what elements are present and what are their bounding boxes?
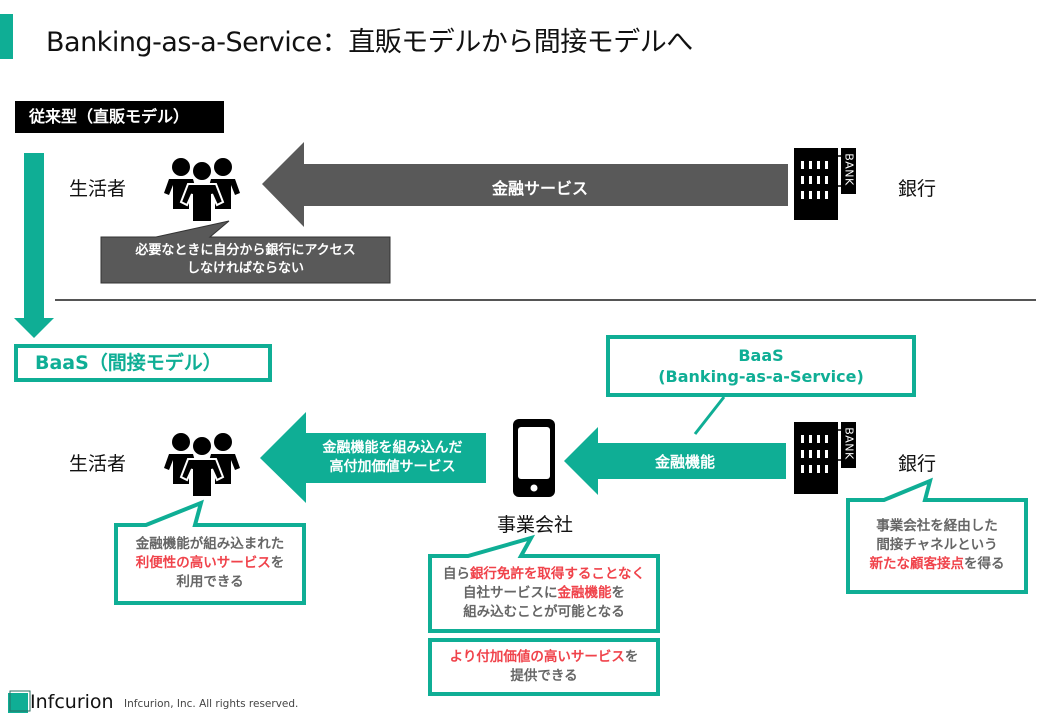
callout-line: 利用できる: [176, 574, 244, 590]
callout-line: 自ら銀行免許を取得することなく: [432, 565, 656, 584]
financial-service-arrow-label: 金融サービス: [491, 179, 588, 198]
plain-text: を: [270, 555, 285, 571]
plain-text: 自社サービスに: [463, 585, 558, 601]
company-callout-bubble: [428, 534, 660, 633]
section-divider: [55, 299, 1036, 301]
consumer-callout-bubble: [114, 499, 306, 605]
consumer-label-baas: 生活者: [69, 453, 127, 475]
consumer-label: 生活者: [69, 178, 127, 200]
callout-line: しなければならない: [186, 261, 304, 276]
callout-line: 提供できる: [510, 668, 578, 684]
consumers-icon-baas: [163, 432, 241, 498]
infcurion-logo-text: Infcurion: [30, 691, 114, 713]
bank-sign: BANK: [842, 148, 857, 194]
baas-full-name: (Banking-as-a-Service): [658, 367, 864, 386]
highlight-text: 銀行免許を取得することなく: [469, 566, 646, 582]
company-value-text: より付加価値の高いサービスを 提供できる: [432, 648, 656, 686]
bank-sign-text: BANK: [842, 153, 856, 186]
traditional-callout-bubble: [100, 220, 391, 284]
callout-line: 利便性の高いサービスを: [118, 554, 302, 573]
financial-function-arrow: [564, 427, 786, 495]
company-label: 事業会社: [497, 514, 574, 536]
callout-line: 間接チャネルという: [876, 537, 998, 553]
infcurion-logo-icon: [8, 690, 31, 713]
highlight-text: 金融機能: [557, 585, 612, 601]
callout-line: 事業会社を経由した: [876, 518, 998, 534]
smartphone-icon: [513, 419, 555, 497]
baas-abbrev: BaaS: [738, 346, 784, 365]
traditional-callout-text: 必要なときに自分から銀行にアクセス しなければならない: [101, 242, 390, 278]
callout-line: 組み込むことが可能となる: [463, 604, 625, 620]
callout-line: 必要なときに自分から銀行にアクセス: [135, 243, 356, 258]
callout-line: 自社サービスに金融機能を: [432, 584, 656, 603]
baas-definition-callout: [606, 335, 916, 435]
plain-text: を得る: [964, 556, 1005, 572]
value-added-service-arrow-label: 金融機能を組み込んだ 高付加価値サービス: [300, 439, 485, 477]
financial-function-arrow-label: 金融機能: [654, 453, 715, 471]
callout-line: 新たな顧客接点を得る: [850, 555, 1024, 574]
plain-text: を: [624, 649, 639, 665]
consumers-icon: [163, 157, 241, 223]
highlight-text: 新たな顧客接点: [869, 556, 965, 572]
arrow-label-line: 高付加価値サービス: [329, 459, 456, 475]
bank-label: 銀行: [898, 178, 937, 200]
bank-sign-baas: BANK: [842, 422, 857, 468]
financial-service-arrow: [262, 142, 788, 227]
title-accent-bar: [0, 14, 13, 59]
plain-text: 自ら: [442, 566, 470, 582]
company-value-box: [428, 638, 660, 696]
callout-line: より付加価値の高いサービスを: [432, 648, 656, 667]
traditional-model-label: 従来型（直販モデル）: [15, 101, 224, 133]
baas-definition-text: BaaS (Banking-as-a-Service): [610, 345, 912, 387]
arrow-label-line: 金融機能を組み込んだ: [322, 440, 463, 456]
value-added-service-arrow: [260, 412, 486, 503]
transition-arrow-head: [14, 318, 54, 338]
highlight-text: 利便性の高いサービス: [135, 555, 271, 571]
bank-callout-text: 事業会社を経由した 間接チャネルという 新たな顧客接点を得る: [850, 517, 1024, 574]
bank-sign-text: BANK: [842, 427, 856, 460]
copyright-text: Infcurion, Inc. All rights reserved.: [124, 698, 299, 710]
callout-line: 金融機能が組み込まれた: [135, 536, 285, 552]
transition-arrow-shaft: [24, 153, 44, 321]
company-callout-text: 自ら銀行免許を取得することなく 自社サービスに金融機能を 組み込むことが可能とな…: [432, 565, 656, 622]
consumer-callout-text: 金融機能が組み込まれた 利便性の高いサービスを 利用できる: [118, 535, 302, 592]
page-title: Banking-as-a-Service：直販モデルから間接モデルへ: [46, 27, 693, 58]
baas-model-label: BaaS（間接モデル）: [14, 344, 272, 382]
highlight-text: より付加価値の高いサービス: [449, 649, 625, 665]
plain-text: を: [611, 585, 626, 601]
bank-label-baas: 銀行: [898, 453, 937, 475]
bank-callout-bubble: [846, 477, 1028, 594]
